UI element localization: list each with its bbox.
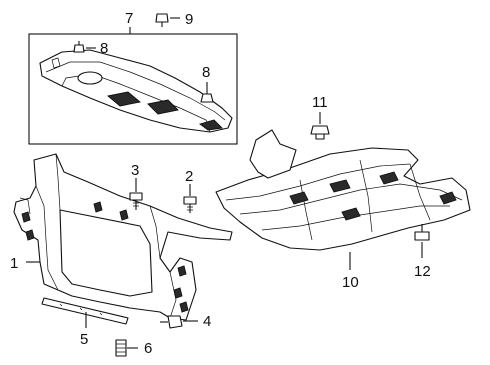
- callout-6: 6: [144, 340, 152, 357]
- callout-2: 2: [185, 168, 193, 185]
- callout-7: 7: [125, 10, 133, 27]
- callout-11: 11: [312, 94, 328, 111]
- upper-cover-assembly: [28, 33, 238, 145]
- under-cover-bracket: [249, 129, 297, 179]
- callout-3: 3: [131, 162, 139, 179]
- upper-cover-panel: [39, 49, 233, 133]
- bolt-3: [129, 178, 143, 210]
- callout-10: 10: [342, 274, 359, 291]
- callout-4: 4: [203, 313, 211, 330]
- callout-12: 12: [414, 263, 431, 280]
- clip-9: [155, 13, 180, 27]
- callout-9: 9: [185, 11, 193, 28]
- callout-8-right: 8: [202, 64, 210, 81]
- bolt-6: [115, 339, 138, 357]
- lower-support-strip: [41, 297, 129, 328]
- callout-1: 1: [10, 255, 18, 272]
- cover-opening: [77, 71, 103, 85]
- clip-8b: [200, 93, 214, 103]
- bolt-12: [414, 224, 430, 258]
- callout-8-top: 8: [100, 40, 108, 57]
- radiator-support-frame: [13, 153, 233, 321]
- under-cover: [215, 129, 471, 270]
- bolt-2: [183, 184, 197, 213]
- bolt-4: [160, 315, 198, 329]
- callout-5: 5: [80, 331, 88, 348]
- clip-8a: [73, 44, 85, 53]
- clip-11: [310, 112, 330, 140]
- frame-opening: [59, 209, 153, 297]
- assembly-box: [28, 33, 238, 145]
